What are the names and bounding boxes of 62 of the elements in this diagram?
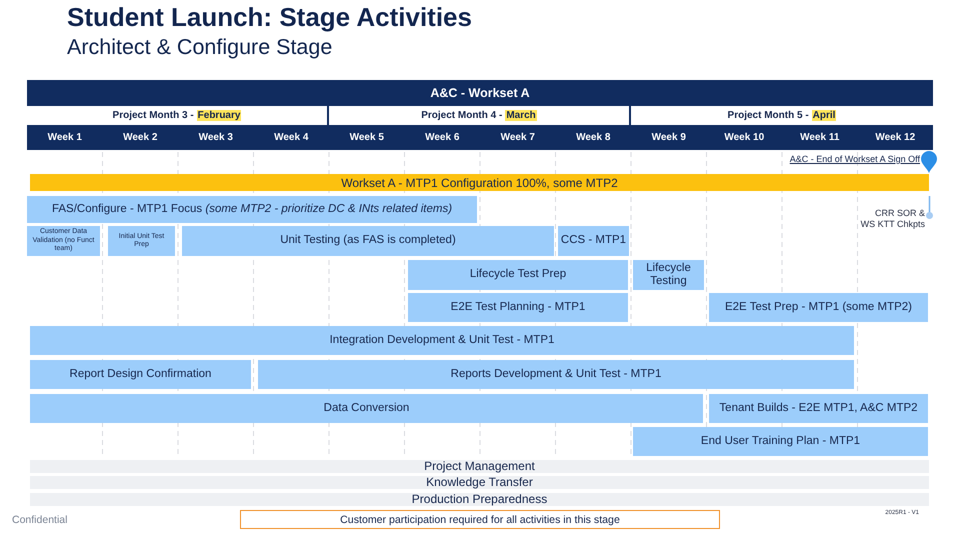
- activity-label: End User Training Plan - MTP1: [700, 434, 860, 448]
- activity-bar: [27, 226, 100, 256]
- activity-label: Report Design Confirmation: [70, 368, 212, 382]
- activity-label: Integration Development & Unit Test - MTP1: [330, 334, 554, 348]
- activity-label: Lifecycle Test Prep: [470, 268, 566, 282]
- activity-bar: [408, 293, 628, 322]
- week-header: [858, 125, 933, 150]
- activity-bar: [633, 427, 928, 456]
- activity-bar: [30, 326, 854, 355]
- highlighted-month-name: February: [196, 110, 242, 121]
- week-label: Week 2: [123, 132, 158, 143]
- week-label: Week 11: [800, 132, 840, 143]
- milestone-note: CRR SOR & WS KTT Chkpts: [860, 208, 925, 230]
- activity-label: Unit Testing (as FAS is completed): [280, 234, 456, 248]
- month-label: Project Month 4 -: [421, 110, 502, 121]
- week-label: Week 6: [425, 132, 460, 143]
- activity-bar: [709, 293, 928, 322]
- activity-bar: [108, 226, 175, 256]
- highlighted-month-name: April: [812, 110, 836, 121]
- week-label: Week 4: [274, 132, 308, 143]
- workset-bar-label: Workset A - MTP1 Configuration 100%, some MTP2: [341, 176, 618, 190]
- workset-bar: [30, 174, 929, 191]
- workstream-label: Knowledge Transfer: [426, 476, 533, 489]
- notice-box: [240, 510, 720, 529]
- workstream-label: Project Management: [424, 460, 535, 473]
- notice-text: Customer participation required for all activities in this stage: [340, 514, 620, 526]
- activity-label: Lifecycle Testing: [645, 262, 692, 288]
- week-label: Week 1: [48, 132, 82, 143]
- week-label: Week 9: [652, 132, 686, 143]
- activity-label: Tenant Builds - E2E MTP1, A&C MTP2: [719, 402, 918, 416]
- week-label: Week 10: [724, 132, 764, 143]
- activity-label: Reports Development & Unit Test - MTP1: [450, 368, 662, 382]
- footer-note: Confidential: [12, 514, 68, 526]
- activity-bar: [182, 226, 554, 256]
- week-label: Week 12: [875, 132, 916, 143]
- activity-bar: [633, 260, 704, 290]
- workset-header-band: [27, 80, 933, 106]
- activity-label: E2E Test Prep - MTP1 (some MTP2): [724, 300, 912, 314]
- page-subtitle: Architect & Configure Stage: [67, 34, 332, 61]
- activity-label: E2E Test Planning - MTP1: [450, 300, 586, 314]
- activity-bar: [30, 360, 251, 389]
- activity-bar: [30, 394, 703, 423]
- week-label: Week 3: [198, 132, 233, 143]
- workstream-label: Production Preparedness: [412, 493, 548, 506]
- activity-bar: [27, 196, 477, 223]
- highlighted-month-name: March: [505, 110, 537, 121]
- activity-bar: [258, 360, 854, 389]
- milestone-link: A&C - End of Workset A Sign Off: [790, 154, 920, 164]
- week-label: Week 5: [350, 132, 384, 143]
- workset-title: A&C - Workset A: [430, 86, 530, 100]
- week-label: Week 8: [576, 132, 610, 143]
- activity-label: FAS/Configure - MTP1 Focus (some MTP2 - prioritize DC & INts related items): [52, 202, 452, 216]
- page-title: Student Launch: Stage Activities: [67, 3, 472, 32]
- month-label: Project Month 5 -: [728, 110, 809, 121]
- month-label: Project Month 3 -: [112, 110, 194, 121]
- week-label: Week 7: [500, 132, 535, 143]
- week-header: [27, 125, 102, 150]
- activity-bar: [408, 260, 628, 290]
- activity-bar: [709, 394, 928, 423]
- activity-bar: [558, 226, 629, 256]
- activity-label: Data Conversion: [324, 402, 410, 416]
- activity-label: CCS - MTP1: [560, 234, 626, 248]
